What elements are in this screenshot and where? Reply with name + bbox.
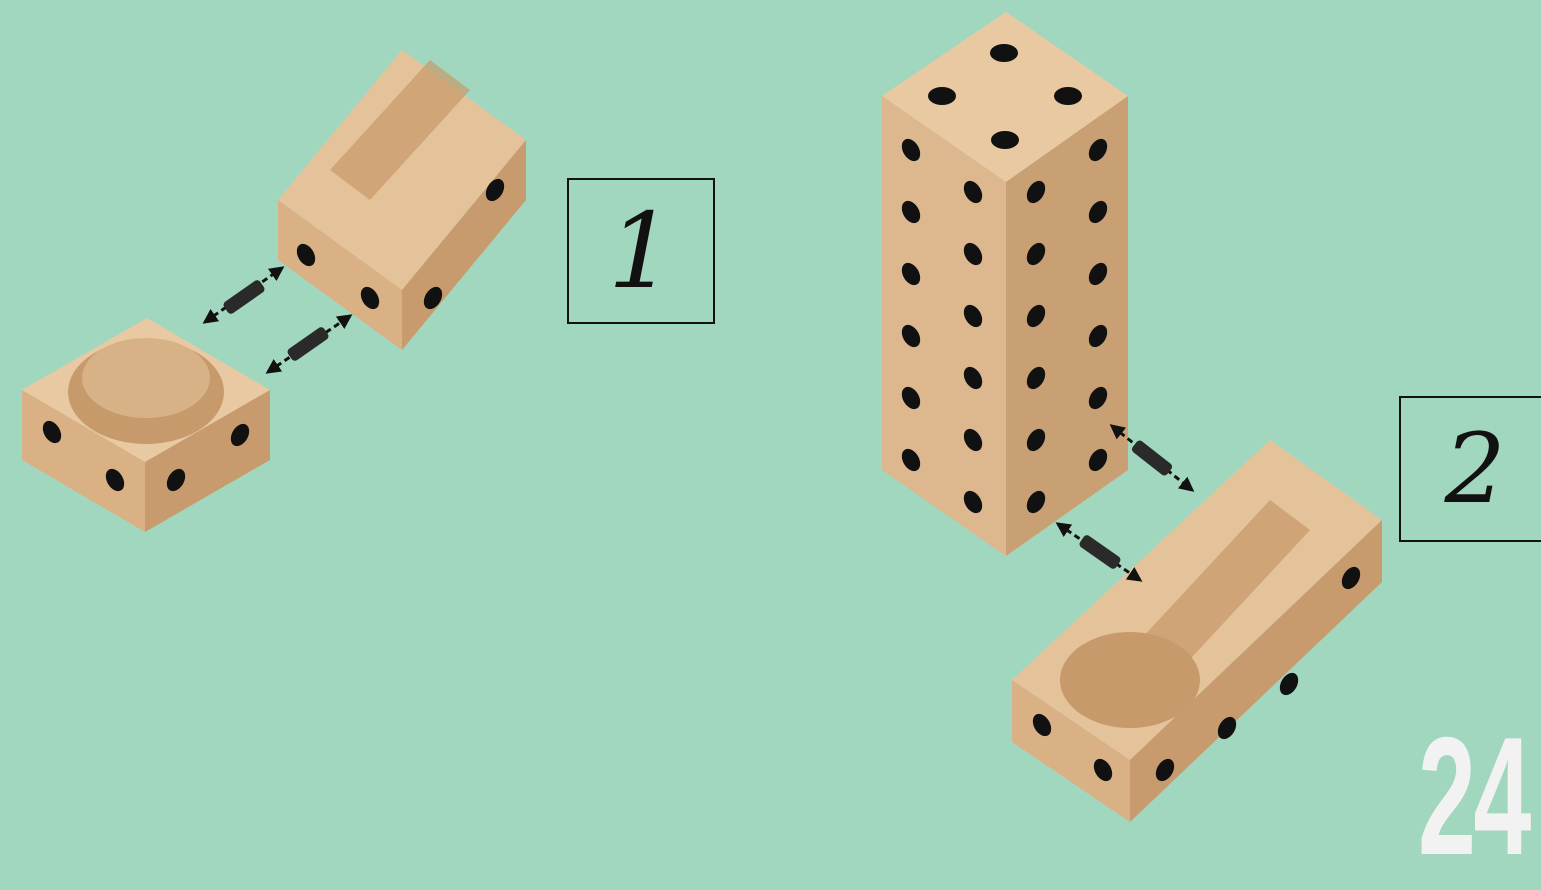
step-2-label: 2 — [1444, 413, 1505, 525]
step-1-badge: 1 — [567, 178, 715, 324]
small-cup-block — [22, 318, 270, 532]
step-1-label: 1 — [608, 190, 674, 312]
hole — [991, 131, 1019, 149]
hole — [990, 44, 1018, 62]
tall-pillar — [882, 12, 1128, 556]
step-2-badge: 2 — [1399, 396, 1541, 542]
hole — [1054, 87, 1082, 105]
hole — [928, 87, 956, 105]
connector-pin — [268, 316, 350, 372]
connector-pin — [205, 268, 282, 322]
curve-block — [278, 50, 526, 350]
page-number: 24 — [1418, 712, 1529, 880]
connector-pin — [1058, 524, 1140, 580]
